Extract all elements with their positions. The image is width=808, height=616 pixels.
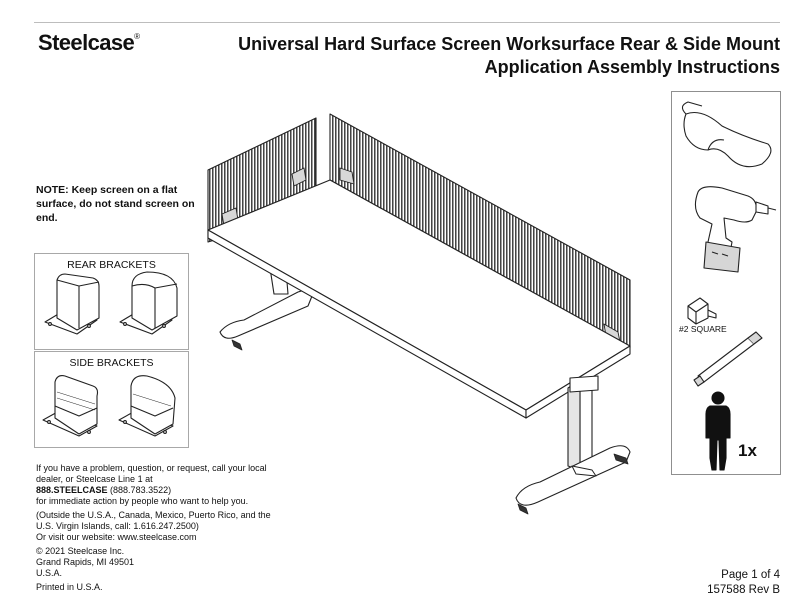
title-line-1: Universal Hard Surface Screen Worksurfac… — [238, 34, 780, 54]
required-tools-panel: #2 SQUARE — [671, 91, 781, 475]
person-icon — [705, 391, 731, 471]
desk-with-screens-illustration — [207, 113, 631, 515]
bit-extension-icon — [693, 331, 763, 387]
rear-brackets-illustration — [44, 271, 178, 335]
people-count: 1x — [738, 441, 757, 460]
tools-illustrations — [681, 101, 777, 471]
phone-number: (888.783.3522) — [110, 485, 172, 495]
contact-info: If you have a problem, question, or requ… — [36, 463, 271, 596]
rear-brackets-panel: REAR BRACKETS — [34, 253, 189, 350]
title-line-2: Application Assembly Instructions — [484, 57, 780, 77]
header-rule — [34, 22, 780, 23]
page-info: Page 1 of 4 157588 Rev B — [707, 568, 780, 598]
website-text: Or visit our website: www.steelcase.com — [36, 532, 197, 542]
side-brackets-label: SIDE BRACKETS — [69, 357, 154, 369]
company-address: © 2021 Steelcase Inc. Grand Rapids, MI 4… — [36, 546, 135, 578]
page-number: Page 1 of 4 — [721, 569, 780, 581]
side-brackets-panel: SIDE BRACKETS — [34, 351, 189, 448]
cordless-drill-icon — [694, 186, 777, 273]
steelcase-logo: Steelcase® — [38, 30, 140, 55]
phone-name: 888.STEELCASE — [36, 485, 108, 495]
safety-glasses-icon — [681, 101, 772, 168]
side-brackets-illustration — [42, 375, 176, 437]
square-bit-icon — [687, 297, 717, 325]
document-title: Universal Hard Surface Screen Worksurfac… — [238, 33, 780, 79]
square-bit-label: #2 SQUARE — [679, 324, 727, 334]
contact-outside: (Outside the U.S.A., Canada, Mexico, Pue… — [36, 510, 271, 542]
printed-in: Printed in U.S.A. — [36, 582, 103, 592]
warning-note: NOTE: Keep screen on a flat surface, do … — [36, 184, 195, 224]
rear-brackets-label: REAR BRACKETS — [67, 259, 156, 271]
document-number: 157588 Rev B — [707, 584, 780, 596]
contact-intro: If you have a problem, question, or requ… — [36, 463, 267, 506]
